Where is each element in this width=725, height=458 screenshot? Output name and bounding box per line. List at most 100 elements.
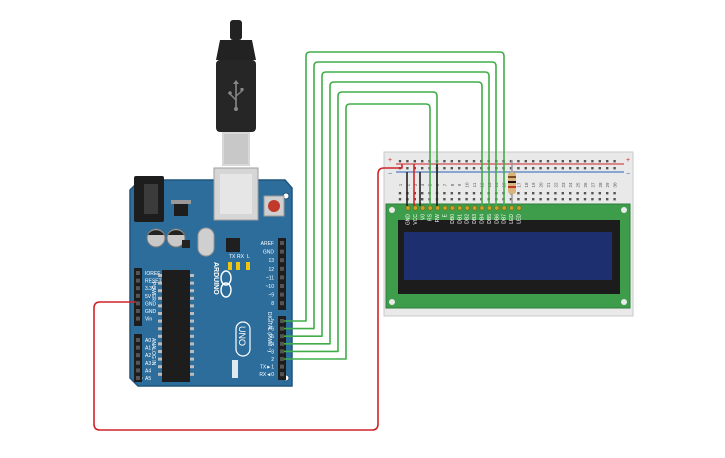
breadboard-hole[interactable] — [591, 192, 594, 195]
lcd-pin[interactable] — [501, 205, 507, 211]
data-wire[interactable] — [284, 91, 438, 353]
header-pin-socket[interactable] — [136, 271, 140, 275]
lcd-pin[interactable] — [405, 205, 411, 211]
breadboard-hole[interactable] — [406, 160, 409, 163]
lcd-pin[interactable] — [494, 205, 500, 211]
breadboard-hole[interactable] — [465, 160, 468, 163]
breadboard-hole[interactable] — [413, 160, 416, 163]
breadboard-hole[interactable] — [561, 160, 564, 163]
header-pin-socket[interactable] — [280, 372, 284, 377]
breadboard-hole[interactable] — [472, 160, 476, 163]
breadboard-hole[interactable] — [539, 167, 542, 170]
breadboard-hole[interactable] — [591, 167, 594, 170]
breadboard-hole[interactable] — [458, 192, 461, 195]
breadboard-hole[interactable] — [472, 198, 476, 201]
breadboard-hole[interactable] — [569, 160, 572, 163]
breadboard-hole[interactable] — [591, 160, 594, 163]
breadboard-hole[interactable] — [406, 167, 409, 170]
breadboard-hole[interactable] — [591, 198, 594, 201]
lcd-pin[interactable] — [486, 205, 492, 211]
breadboard-hole[interactable] — [465, 167, 468, 170]
breadboard-hole[interactable] — [472, 167, 476, 170]
header-pin-socket[interactable] — [280, 301, 284, 306]
header-pin-socket[interactable] — [280, 292, 284, 297]
breadboard-hole[interactable] — [554, 167, 557, 170]
breadboard-hole[interactable] — [561, 167, 564, 170]
breadboard-hole[interactable] — [443, 198, 446, 201]
lcd-pin[interactable] — [509, 205, 515, 211]
header-pin-socket[interactable] — [280, 319, 284, 323]
breadboard-hole[interactable] — [613, 167, 616, 170]
lcd-pin[interactable] — [472, 205, 478, 211]
header-pin-socket[interactable] — [136, 360, 140, 365]
breadboard-hole[interactable] — [598, 192, 601, 195]
breadboard-hole[interactable] — [561, 192, 564, 195]
breadboard-hole[interactable] — [606, 198, 609, 201]
breadboard-hole[interactable] — [450, 192, 453, 195]
breadboard-hole[interactable] — [524, 167, 527, 170]
breadboard-hole[interactable] — [421, 160, 424, 163]
lcd-pin[interactable] — [435, 205, 441, 211]
breadboard-hole[interactable] — [450, 167, 453, 170]
header-pin-socket[interactable] — [280, 349, 284, 354]
breadboard-hole[interactable] — [524, 160, 527, 163]
breadboard-hole[interactable] — [576, 198, 579, 201]
header-pin-socket[interactable] — [136, 278, 140, 283]
breadboard-hole[interactable] — [583, 167, 587, 170]
breadboard-hole[interactable] — [532, 167, 535, 170]
breadboard-hole[interactable] — [472, 192, 476, 195]
header-pin-socket[interactable] — [280, 275, 284, 280]
breadboard-hole[interactable] — [532, 198, 535, 201]
breadboard-hole[interactable] — [509, 160, 513, 163]
data-wire[interactable] — [284, 51, 505, 322]
breadboard-hole[interactable] — [546, 160, 550, 163]
lcd-pin[interactable] — [516, 205, 522, 211]
header-pin-socket[interactable] — [280, 241, 284, 245]
breadboard-hole[interactable] — [606, 167, 609, 170]
header-pin-socket[interactable] — [280, 364, 284, 369]
breadboard-hole[interactable] — [443, 160, 446, 163]
breadboard-hole[interactable] — [613, 198, 616, 201]
header-pin-socket[interactable] — [136, 376, 140, 380]
header-pin-socket[interactable] — [136, 309, 140, 313]
breadboard-hole[interactable] — [554, 160, 557, 163]
breadboard-hole[interactable] — [546, 167, 550, 170]
breadboard-hole[interactable] — [569, 192, 572, 195]
header-pin-socket[interactable] — [136, 301, 140, 306]
breadboard-hole[interactable] — [554, 198, 557, 201]
breadboard-hole[interactable] — [539, 160, 542, 163]
data-wire[interactable] — [284, 61, 497, 330]
breadboard-hole[interactable] — [532, 160, 535, 163]
header-pin-socket[interactable] — [136, 286, 140, 291]
breadboard-hole[interactable] — [561, 198, 564, 201]
header-pin-socket[interactable] — [136, 368, 140, 373]
breadboard-hole[interactable] — [569, 198, 572, 201]
breadboard-hole[interactable] — [458, 167, 461, 170]
breadboard-hole[interactable] — [583, 192, 587, 195]
breadboard-hole[interactable] — [554, 192, 557, 195]
lcd-pin[interactable] — [464, 205, 470, 211]
breadboard-hole[interactable] — [546, 192, 550, 195]
breadboard-hole[interactable] — [598, 167, 601, 170]
breadboard-hole[interactable] — [398, 160, 402, 163]
lcd-pin[interactable] — [442, 205, 448, 211]
breadboard-hole[interactable] — [583, 198, 587, 201]
breadboard-hole[interactable] — [450, 160, 453, 163]
breadboard-hole[interactable] — [398, 192, 402, 195]
power-wire-5v[interactable] — [93, 164, 403, 431]
breadboard-hole[interactable] — [465, 192, 468, 195]
breadboard-hole[interactable] — [532, 192, 535, 195]
data-wire[interactable] — [284, 103, 431, 360]
data-wire[interactable] — [284, 81, 483, 345]
header-pin-socket[interactable] — [280, 357, 284, 361]
header-pin-socket[interactable] — [280, 284, 284, 288]
digital-header-lower[interactable] — [278, 316, 286, 380]
breadboard-hole[interactable] — [546, 198, 550, 201]
breadboard-hole[interactable] — [517, 192, 520, 195]
breadboard-hole[interactable] — [421, 167, 424, 170]
header-pin-socket[interactable] — [280, 266, 284, 271]
header-pin-socket[interactable] — [280, 258, 284, 263]
breadboard-hole[interactable] — [509, 198, 513, 201]
